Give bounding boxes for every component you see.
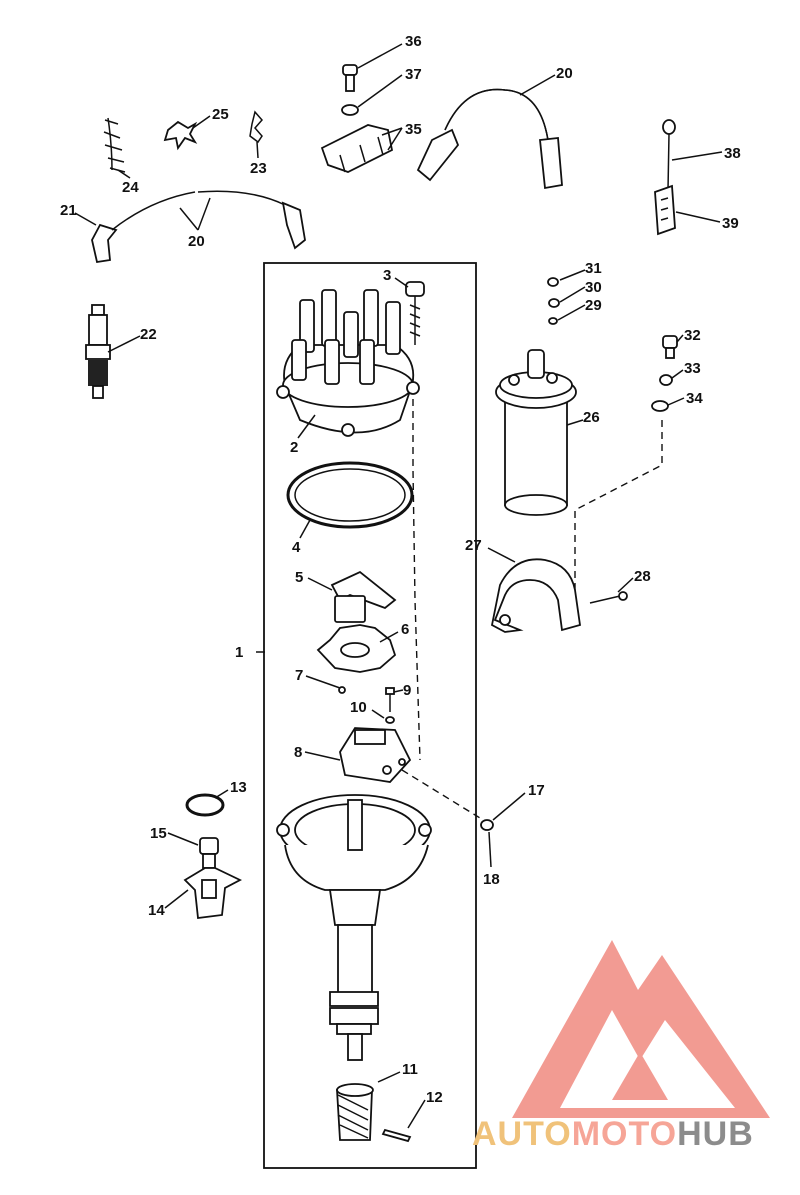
callout-7: 7 <box>295 667 303 684</box>
callout-39: 39 <box>722 215 739 232</box>
callout-18: 18 <box>483 871 500 888</box>
alignment-dashed-line-cap-bolt <box>412 375 421 761</box>
coil-bracket <box>490 558 582 633</box>
svg-text:AUTOMOTOHUB: AUTOMOTOHUB <box>472 1115 754 1153</box>
pickup-screw <box>385 687 395 712</box>
watermark-auto: AUTO <box>472 1115 572 1153</box>
watermark-logo <box>512 940 770 1118</box>
callout-21: 21 <box>60 202 77 219</box>
module-nut <box>480 819 494 831</box>
coil-lockwasher <box>659 374 673 386</box>
watermark-text: AUTOMOTOHUB <box>472 1115 754 1153</box>
callout-25: 25 <box>212 106 229 123</box>
callout-10: 10 <box>350 699 367 716</box>
callout-4: 4 <box>292 539 301 556</box>
watermark-moto: MOTO <box>572 1115 677 1153</box>
callout-1: 1 <box>235 644 243 661</box>
alignment-dashed-line-coil <box>574 420 663 595</box>
callout-30: 30 <box>585 279 602 296</box>
callout-2: 2 <box>290 439 298 456</box>
spark-plug <box>85 304 111 399</box>
callout-29: 29 <box>585 297 602 314</box>
callout-37: 37 <box>405 66 422 83</box>
bracket-screw <box>589 591 628 604</box>
leader-lines <box>74 43 723 1129</box>
ignition-coil <box>495 349 577 516</box>
callout-12: 12 <box>426 1089 443 1106</box>
callout-17: 17 <box>528 782 545 799</box>
callout-8: 8 <box>294 744 302 761</box>
wire-bracket-35 <box>320 124 394 173</box>
callout-26: 26 <box>583 409 600 426</box>
coil-washer-30 <box>548 298 560 308</box>
bracket-bolt <box>342 64 358 92</box>
wire-loom-clip <box>103 117 126 173</box>
wire-bracket <box>249 110 263 144</box>
callout-14: 14 <box>148 902 165 919</box>
callout-32: 32 <box>684 327 701 344</box>
callout-20b: 20 <box>556 65 573 82</box>
distributor-gasket <box>185 793 225 817</box>
callout-15: 15 <box>150 825 167 842</box>
ignition-module <box>339 727 412 783</box>
callout-3: 3 <box>383 267 391 284</box>
callout-36: 36 <box>405 33 422 50</box>
cap-seal-ring <box>286 461 414 529</box>
coil-wire <box>416 88 563 190</box>
callout-22: 22 <box>140 326 157 343</box>
rotor <box>330 570 397 623</box>
clamp-bolt <box>199 837 219 869</box>
callout-31: 31 <box>585 260 602 277</box>
coil-nut-31 <box>547 277 559 287</box>
coil-bolt <box>662 335 678 359</box>
callout-28: 28 <box>634 568 651 585</box>
callout-13: 13 <box>230 779 247 796</box>
coil-washer-29 <box>548 317 558 325</box>
drive-gear <box>336 1083 374 1141</box>
tag-rod <box>662 119 676 191</box>
cap-hold-down-bolt <box>405 281 425 345</box>
washer-10 <box>385 716 395 724</box>
wire-retainer <box>163 120 198 151</box>
callout-20a: 20 <box>188 233 205 250</box>
distributor-housing <box>276 794 432 1061</box>
distributor-assembly-box <box>263 262 477 1169</box>
callout-labels: 1 2 3 4 5 6 7 8 9 10 11 12 13 14 15 17 1… <box>60 33 741 1106</box>
callout-11: 11 <box>402 1061 418 1078</box>
roll-pin <box>381 1128 412 1143</box>
reluctor-wheel <box>316 624 397 673</box>
callout-6: 6 <box>401 621 409 638</box>
callout-9: 9 <box>403 682 411 699</box>
watermark-hub: HUB <box>677 1115 754 1153</box>
coil-flat-washer <box>651 400 669 412</box>
callout-23: 23 <box>250 160 267 177</box>
module-screw <box>338 686 346 694</box>
tag-plate <box>654 184 676 236</box>
callout-34: 34 <box>686 390 703 407</box>
alignment-dashed-line-module <box>401 769 481 819</box>
callout-33: 33 <box>684 360 701 377</box>
callout-27: 27 <box>465 537 482 554</box>
callout-24: 24 <box>122 179 139 196</box>
callout-38: 38 <box>724 145 741 162</box>
bracket-washer <box>341 104 359 116</box>
callout-35: 35 <box>405 121 422 138</box>
distributor-clamp <box>183 867 242 920</box>
spark-plug-wire <box>91 190 306 264</box>
callout-5: 5 <box>295 569 303 586</box>
distributor-cap <box>276 289 420 437</box>
